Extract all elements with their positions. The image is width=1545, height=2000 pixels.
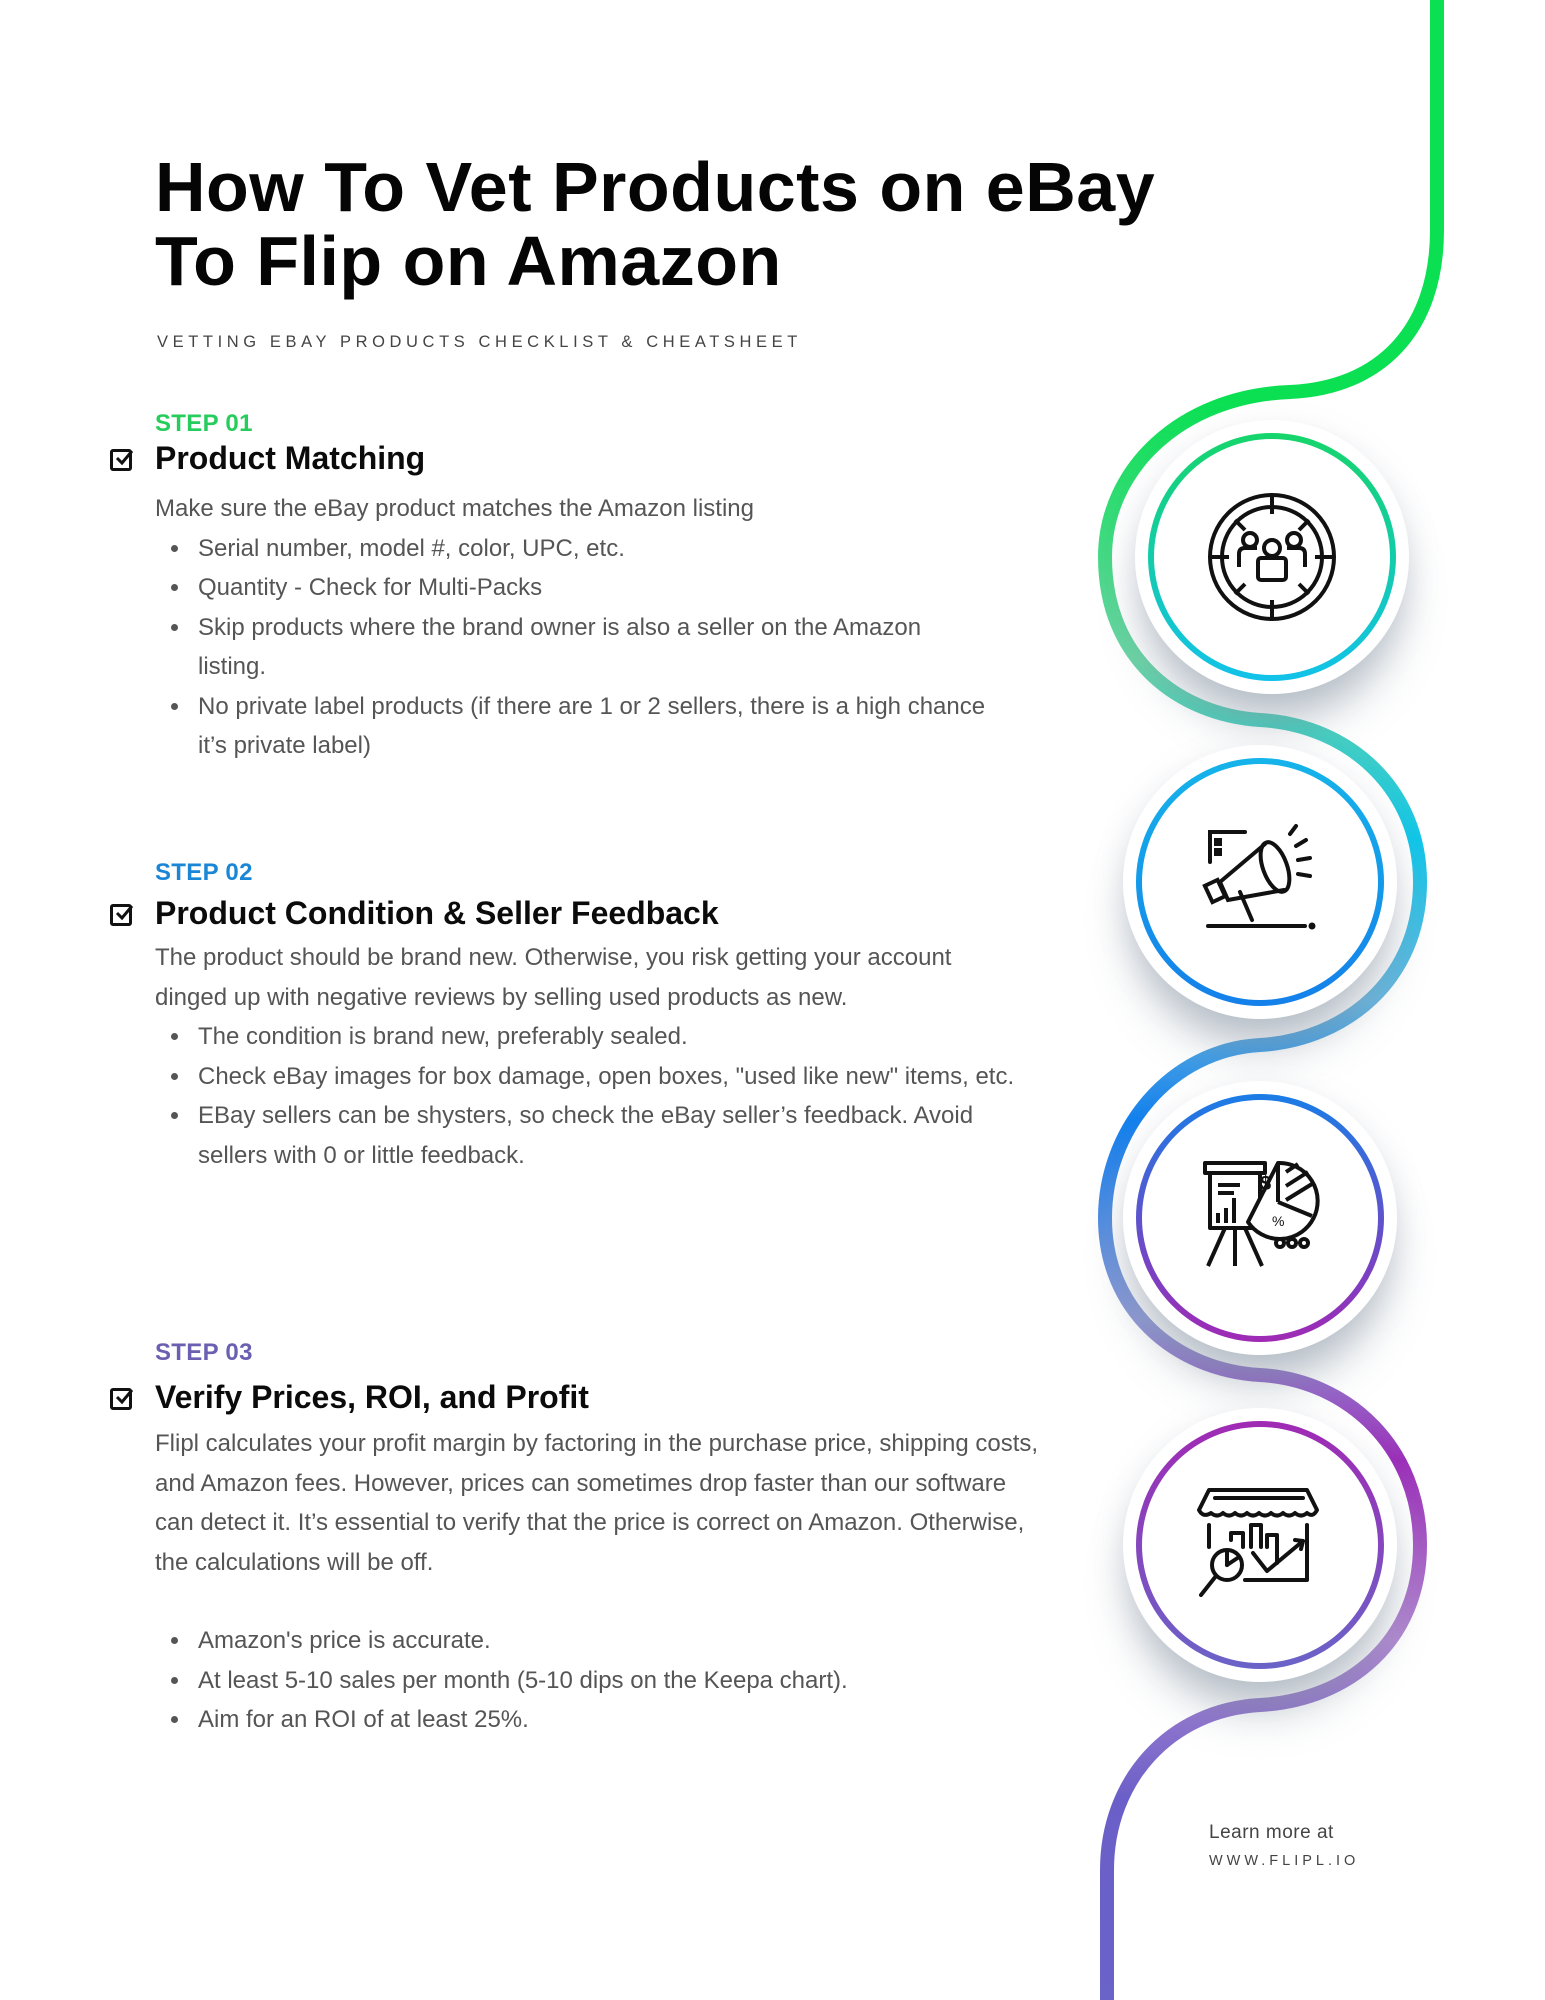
step-3-label: STEP 03 [155, 1339, 253, 1366]
step-1-section: STEP 01 Product Matching Make sure the e… [110, 410, 1055, 766]
step-1-heading-text: Product Matching [155, 440, 426, 476]
footer-url-link[interactable]: WWW.FLIPL.IO [1209, 1853, 1360, 1869]
step-1-intro: Make sure the eBay product matches the A… [155, 495, 754, 522]
step-1-icon-circle [1135, 420, 1409, 694]
step-3-section: STEP 03 Verify Prices, ROI, and Profit F… [110, 1339, 1055, 1740]
step-3-heading-text: Verify Prices, ROI, and Profit [155, 1379, 589, 1415]
svg-text:%: % [1272, 1213, 1284, 1229]
step-2-bullets: The condition is brand new, preferably s… [155, 1017, 1028, 1175]
title-line-1: How To Vet Products on eBay [155, 148, 1156, 226]
store-analytics-icon [1197, 1488, 1319, 1597]
step-2-heading-text: Product Condition & Seller Feedback [155, 895, 719, 931]
list-item: Aim for an ROI of at least 25%. [171, 1700, 1048, 1740]
step-3-heading: Verify Prices, ROI, and Profit [110, 1379, 1055, 1416]
list-item: Amazon's price is accurate. [171, 1621, 1048, 1661]
page-title: How To Vet Products on eBay To Flip on A… [155, 150, 1155, 298]
checkbox-checked-icon[interactable] [110, 449, 134, 471]
step-2-section: STEP 02 Product Condition & Seller Feedb… [110, 859, 1055, 1175]
step-1-heading: Product Matching [110, 440, 1055, 477]
megaphone-icon [1202, 824, 1316, 930]
step-3-intro: Flipl calculates your profit margin by f… [155, 1430, 1039, 1576]
step-3-bullets: Amazon's price is accurate. At least 5-1… [155, 1621, 1048, 1740]
checkbox-checked-icon[interactable] [110, 1388, 134, 1410]
list-item: Quantity - Check for Multi-Packs [171, 568, 988, 608]
list-item: At least 5-10 sales per month (5-10 dips… [171, 1661, 1048, 1701]
list-item: Serial number, model #, color, UPC, etc. [171, 529, 988, 569]
step-2-heading: Product Condition & Seller Feedback [110, 895, 1055, 932]
list-item: Skip products where the brand owner is a… [171, 608, 988, 687]
svg-text:$: $ [1260, 1173, 1271, 1195]
step-2-label: STEP 02 [155, 859, 253, 886]
step-3-icon-circle: $ % [1123, 1081, 1397, 1355]
step-1-label: STEP 01 [155, 410, 253, 437]
step-2-icon-circle [1123, 745, 1397, 1019]
page-subtitle: VETTING EBAY PRODUCTS CHECKLIST & CHEATS… [157, 333, 802, 351]
checkbox-checked-icon[interactable] [110, 904, 134, 926]
list-item: The condition is brand new, preferably s… [171, 1017, 1028, 1057]
step-4-icon-circle [1123, 1408, 1397, 1682]
title-line-2: To Flip on Amazon [155, 222, 782, 300]
step-2-intro: The product should be brand new. Otherwi… [155, 944, 952, 1011]
list-item: No private label products (if there are … [171, 687, 988, 766]
step-1-bullets: Serial number, model #, color, UPC, etc.… [155, 529, 988, 766]
list-item: Check eBay images for box damage, open b… [171, 1057, 1028, 1097]
list-item: EBay sellers can be shysters, so check t… [171, 1096, 1028, 1175]
footer-learn-more: Learn more at [1209, 1822, 1334, 1843]
presentation-chart-icon: $ % [1203, 1160, 1320, 1267]
target-audience-icon [1208, 493, 1336, 621]
